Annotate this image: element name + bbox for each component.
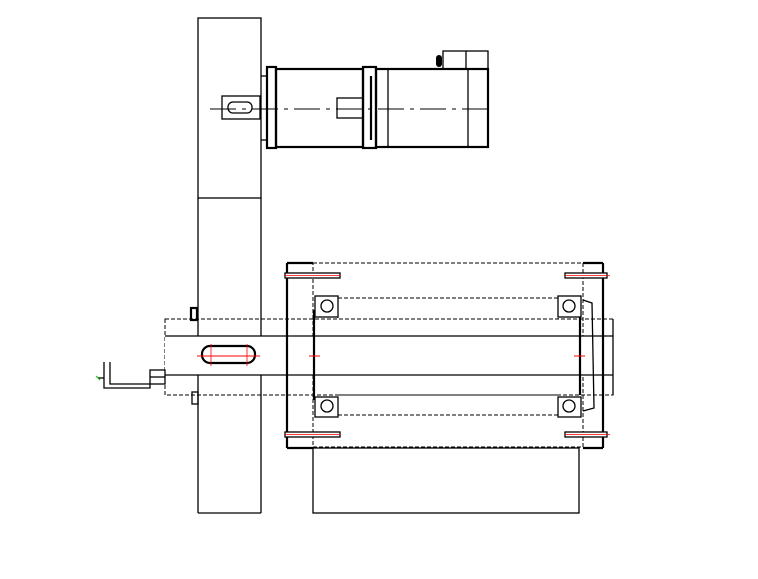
motor	[210, 50, 494, 150]
roller-section	[164, 261, 614, 514]
bearing-right	[557, 295, 582, 418]
bolts	[284, 272, 610, 438]
bearing-left	[314, 295, 339, 418]
belt-guard	[197, 17, 262, 514]
keyway-slot	[200, 344, 257, 365]
sensor-bracket	[95, 362, 166, 389]
drum	[312, 447, 580, 514]
